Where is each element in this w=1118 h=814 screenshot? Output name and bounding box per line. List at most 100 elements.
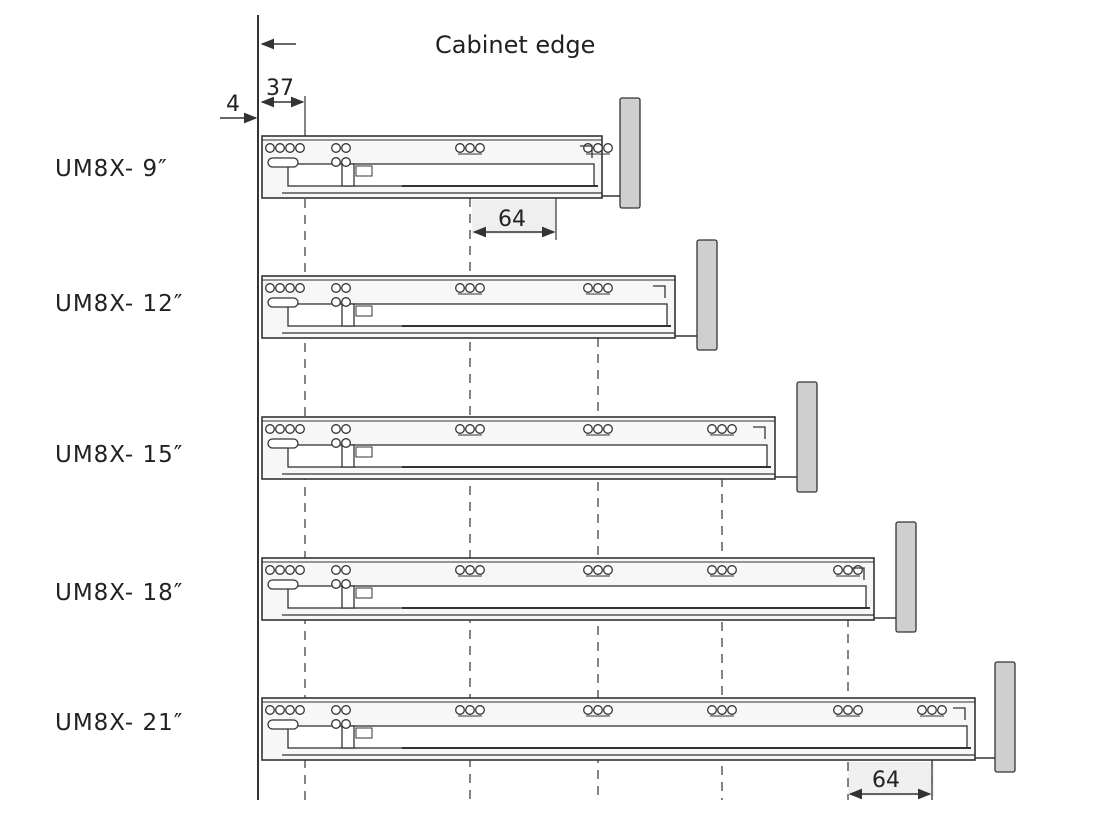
cabinet-side-post (994, 661, 1016, 773)
mounting-hole (285, 424, 295, 434)
mounting-hole (593, 283, 603, 293)
mounting-hole (727, 565, 737, 575)
slot-hole (267, 157, 299, 168)
mounting-hole (455, 283, 465, 293)
locking-clip (341, 163, 355, 187)
clip-tab (355, 165, 373, 177)
mounting-hole (593, 143, 603, 153)
clip-tab (355, 587, 373, 599)
clip-tab (355, 446, 373, 458)
mounting-hole (717, 424, 727, 434)
mounting-hole (475, 283, 485, 293)
rear-hook (852, 567, 865, 580)
locking-clip (341, 725, 355, 749)
mounting-hole (331, 438, 341, 448)
mounting-hole (465, 424, 475, 434)
mounting-hole (593, 565, 603, 575)
mounting-hole (853, 705, 863, 715)
mounting-hole (265, 143, 275, 153)
runner-rail (261, 97, 641, 209)
clip-tab (355, 727, 373, 739)
slot-hole (267, 297, 299, 308)
mounting-hole (465, 143, 475, 153)
mounting-hole (727, 705, 737, 715)
hole-spacing-value-top: 64 (498, 207, 526, 232)
mounting-hole (455, 705, 465, 715)
mounting-hole (465, 705, 475, 715)
mounting-hole (707, 565, 717, 575)
mounting-hole (455, 143, 465, 153)
mounting-hole (331, 157, 341, 167)
locking-clip (341, 303, 355, 327)
runner-rail (261, 239, 718, 351)
mounting-hole (331, 579, 341, 589)
slot-hole (267, 719, 299, 730)
mounting-hole (331, 297, 341, 307)
mounting-hole (295, 424, 305, 434)
mounting-hole (341, 297, 351, 307)
model-label: UM8X- 9″ (55, 156, 168, 182)
cabinet-side-post (796, 381, 818, 493)
rear-hook (653, 285, 666, 298)
runners-group (261, 97, 1016, 773)
mounting-hole (833, 705, 843, 715)
mounting-hole (707, 705, 717, 715)
model-label: UM8X- 12″ (55, 291, 183, 317)
inner-slide (287, 725, 968, 749)
locking-clip (341, 585, 355, 609)
inner-slide (287, 163, 595, 187)
runner-rail (261, 661, 1016, 773)
mounting-hole (275, 705, 285, 715)
mounting-hole (717, 705, 727, 715)
mounting-hole (833, 565, 843, 575)
mounting-hole (265, 705, 275, 715)
mounting-hole (331, 283, 341, 293)
runner-rail (261, 521, 917, 633)
mounting-hole (275, 565, 285, 575)
mounting-hole (341, 705, 351, 715)
mounting-hole (603, 283, 613, 293)
mounting-hole (475, 705, 485, 715)
mounting-hole (275, 283, 285, 293)
mounting-hole (475, 143, 485, 153)
mounting-hole (341, 283, 351, 293)
mounting-hole (331, 705, 341, 715)
mounting-hole (475, 565, 485, 575)
mounting-hole (843, 565, 853, 575)
mounting-hole (275, 143, 285, 153)
mounting-hole (331, 719, 341, 729)
first-hole-value: 37 (266, 76, 294, 101)
hole-spacing-value-bottom: 64 (872, 768, 900, 793)
mounting-hole (853, 565, 863, 575)
model-label: UM8X- 18″ (55, 580, 183, 606)
mounting-hole (295, 283, 305, 293)
model-label: UM8X- 21″ (55, 710, 183, 736)
mounting-hole (275, 424, 285, 434)
mounting-hole (455, 424, 465, 434)
mounting-hole (927, 705, 937, 715)
clip-tab (355, 305, 373, 317)
rear-hook (580, 145, 593, 158)
mounting-hole (341, 143, 351, 153)
mounting-hole (593, 705, 603, 715)
mounting-hole (285, 283, 295, 293)
mounting-hole (603, 424, 613, 434)
mounting-hole (341, 424, 351, 434)
mounting-hole (285, 565, 295, 575)
front-offset-value: 4 (226, 92, 240, 117)
mounting-hole (331, 143, 341, 153)
cabinet-side-post (895, 521, 917, 633)
mounting-hole (341, 157, 351, 167)
mounting-hole (331, 565, 341, 575)
mounting-hole (331, 424, 341, 434)
rear-hook (953, 707, 966, 720)
slot-hole (267, 438, 299, 449)
mounting-hole (583, 424, 593, 434)
mounting-hole (341, 579, 351, 589)
mounting-hole (475, 424, 485, 434)
mounting-hole (583, 283, 593, 293)
mounting-hole (583, 705, 593, 715)
runner-rail (261, 381, 818, 493)
